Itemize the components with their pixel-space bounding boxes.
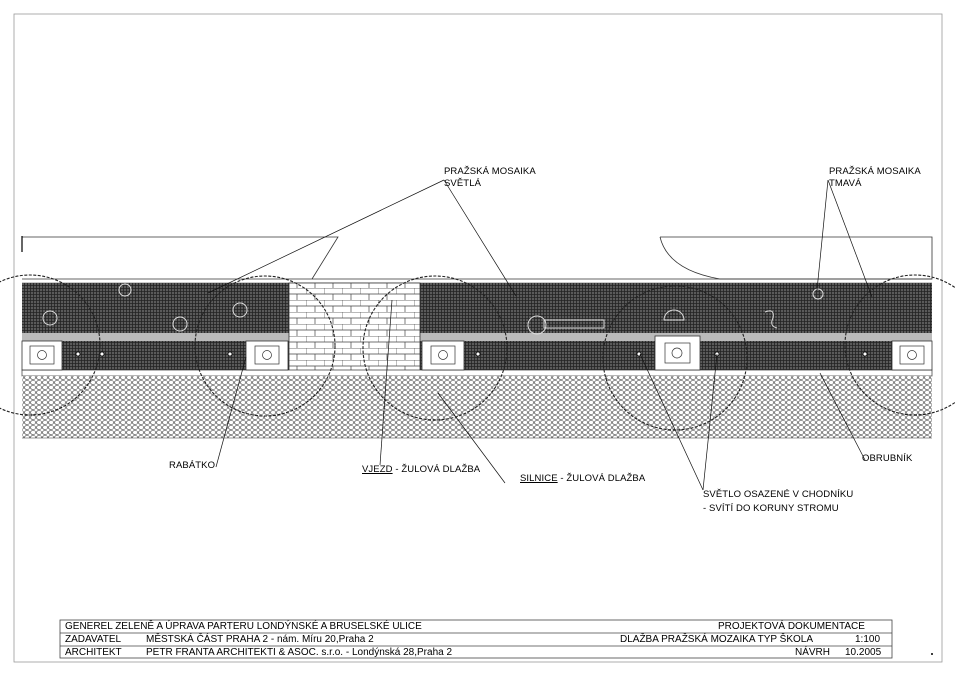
title-stage: NÁVRH bbox=[795, 647, 831, 658]
label-svetlo: SVĚTLO OSAZENÉ V CHODNÍKU - SVÍTÍ DO KOR… bbox=[703, 488, 853, 516]
title-client-label: ZADAVATEL bbox=[65, 634, 122, 645]
curb bbox=[21, 369, 933, 377]
light-mosaic-strip bbox=[22, 333, 289, 341]
label-text: SVĚTLÁ bbox=[444, 178, 482, 189]
mosaic-motifs bbox=[42, 283, 824, 335]
mosaic-pavement-left bbox=[22, 283, 289, 373]
label-text: - ŽULOVÁ DLAŽBA bbox=[557, 473, 646, 484]
title-drawing: DLAŽBA PRAŽSKÁ MOZAIKA TYP ŠKOLA bbox=[620, 634, 814, 645]
ground-lights bbox=[75, 351, 868, 357]
driveway-granite-paving bbox=[288, 282, 421, 374]
title-doc-type: PROJEKTOVÁ DOKUMENTACE bbox=[718, 621, 865, 632]
label-text: - SVÍTÍ DO KORUNY STROMU bbox=[703, 503, 839, 514]
label-text: SILNICE bbox=[520, 473, 558, 484]
sheet-border bbox=[13, 13, 943, 663]
title-architect-label: ARCHITEKT bbox=[65, 647, 122, 658]
label-text: PRAŽSKÁ MOSAIKA bbox=[829, 166, 921, 177]
label-text: VJEZD bbox=[362, 464, 393, 475]
label-obrubnik: OBRUBNÍK bbox=[862, 453, 913, 464]
label-text: SVĚTLO OSAZENÉ V CHODNÍKU bbox=[703, 489, 854, 500]
label-vjezd: VJEZD - ŽULOVÁ DLAŽBA bbox=[362, 464, 480, 476]
label-mosaika-tmava: PRAŽSKÁ MOSAIKA TMAVÁ bbox=[829, 166, 921, 190]
title-date: 10.2005 bbox=[845, 647, 882, 658]
title-client: MĚSTSKÁ ČÁST PRAHA 2 - nám. Míru 20,Prah… bbox=[146, 634, 374, 645]
title-project: GENEREL ZELENĚ A ÚPRAVA PARTERU LONDÝNSK… bbox=[65, 621, 422, 632]
label-text: TMAVÁ bbox=[829, 178, 862, 189]
label-mosaika-svetla: PRAŽSKÁ MOSAIKA SVĚTLÁ bbox=[444, 166, 536, 190]
label-rabatko: RABÁTKO bbox=[169, 460, 216, 471]
title-block bbox=[59, 619, 893, 659]
label-text: PRAŽSKÁ MOSAIKA bbox=[444, 166, 536, 177]
label-silnice: SILNICE - ŽULOVÁ DLAŽBA bbox=[520, 473, 645, 485]
leader-lines bbox=[207, 179, 873, 491]
label-text: - ŽULOVÁ DLAŽBA bbox=[392, 464, 481, 475]
street-edge bbox=[22, 236, 933, 280]
title-architect: PETR FRANTA ARCHITEKTI & ASOC. s.r.o. - … bbox=[146, 647, 453, 658]
title-scale: 1:100 bbox=[855, 634, 881, 645]
